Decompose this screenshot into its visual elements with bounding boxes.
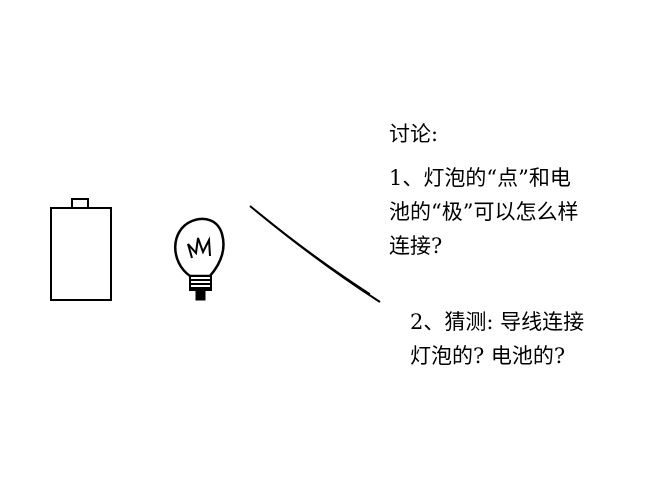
- battery-icon: [50, 198, 112, 301]
- question-2-text: 2、猜测: 导线连接 灯泡的? 电池的?: [410, 310, 585, 368]
- discussion-title: 讨论:: [389, 122, 439, 146]
- wire-icon: [249, 205, 381, 303]
- light-bulb-icon: [174, 217, 225, 301]
- question-1-text: 1、灯泡的“点”和电 池的“极”可以怎么样 连接?: [389, 166, 579, 258]
